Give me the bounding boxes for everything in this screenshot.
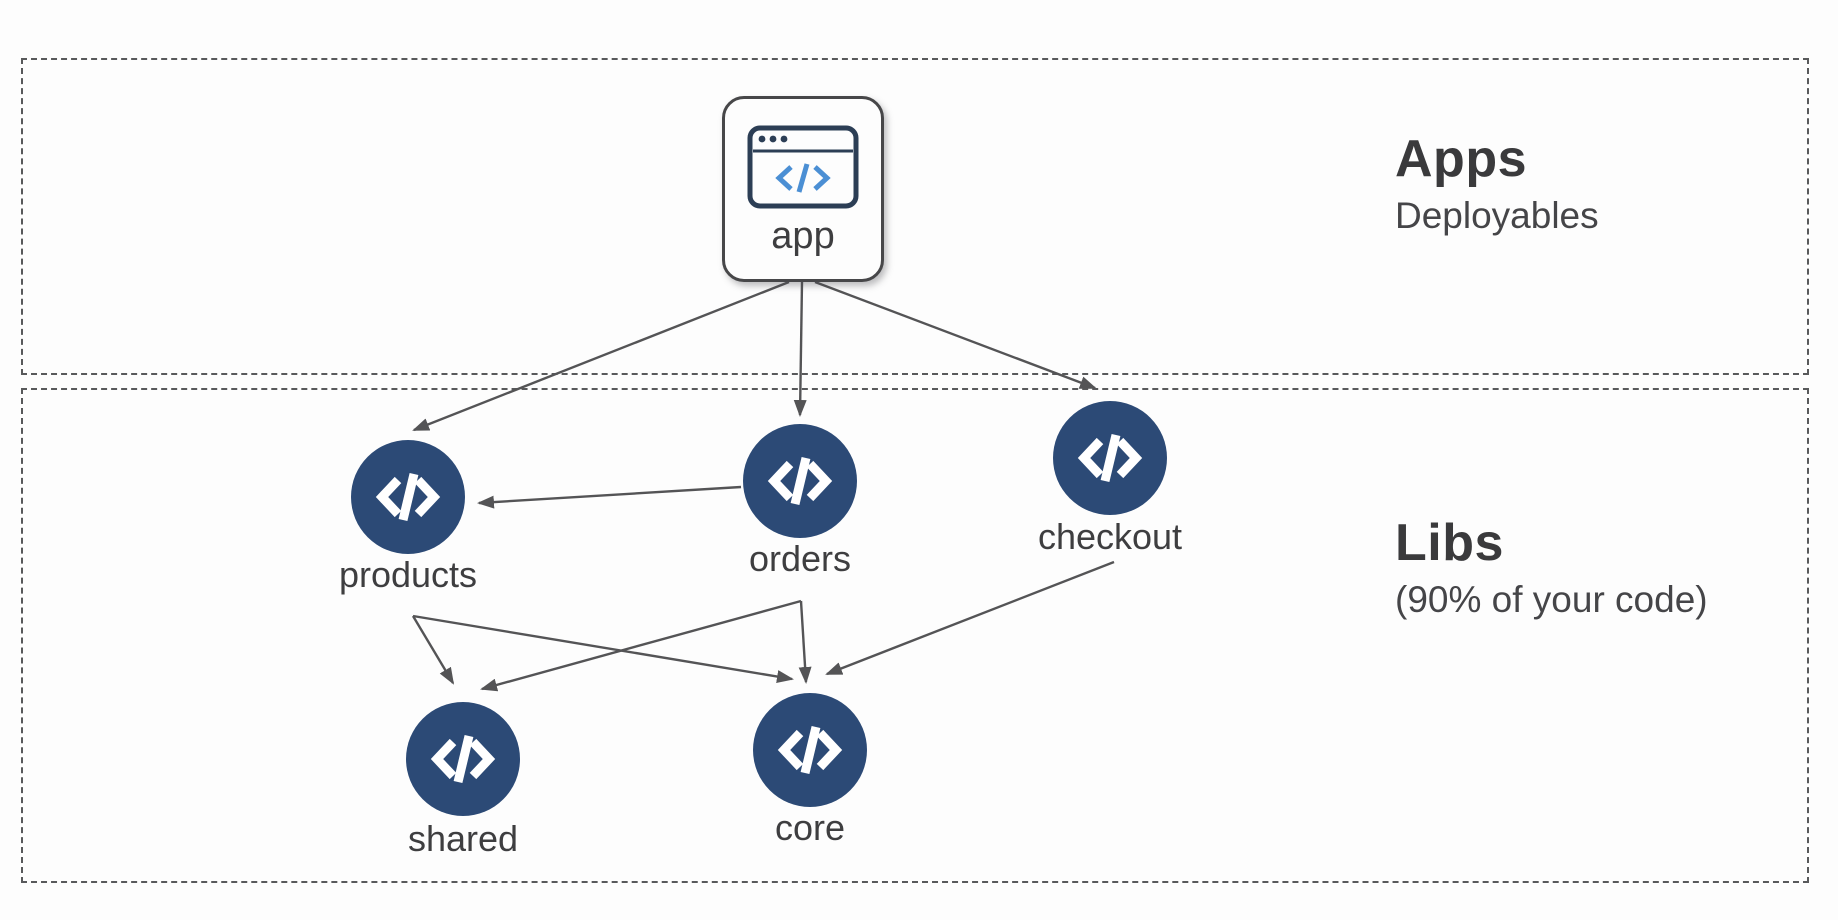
apps-region-subtitle: Deployables <box>1395 194 1599 236</box>
node-core <box>753 693 867 807</box>
code-icon <box>767 456 833 506</box>
node-products <box>351 440 465 554</box>
node-orders-label: orders <box>748 538 852 579</box>
node-app-label: app <box>771 215 835 257</box>
app-window-icon <box>747 125 859 209</box>
node-shared <box>406 702 520 816</box>
node-core-label: core <box>774 807 846 848</box>
node-checkout-label: checkout <box>1037 516 1183 557</box>
apps-region-caption: Apps Deployables <box>1395 132 1599 237</box>
code-icon <box>375 472 441 522</box>
code-icon <box>430 734 496 784</box>
node-checkout <box>1053 401 1167 515</box>
node-orders <box>743 424 857 538</box>
code-icon <box>777 725 843 775</box>
libs-region-title: Libs <box>1395 514 1504 572</box>
libs-region-box <box>21 388 1809 883</box>
libs-region-subtitle: (90% of your code) <box>1395 578 1708 620</box>
node-app: app <box>722 96 884 282</box>
node-shared-label: shared <box>407 818 519 859</box>
apps-region-title: Apps <box>1395 130 1527 188</box>
libs-region-caption: Libs (90% of your code) <box>1395 516 1708 621</box>
node-products-label: products <box>338 554 478 595</box>
code-icon <box>1077 433 1143 483</box>
